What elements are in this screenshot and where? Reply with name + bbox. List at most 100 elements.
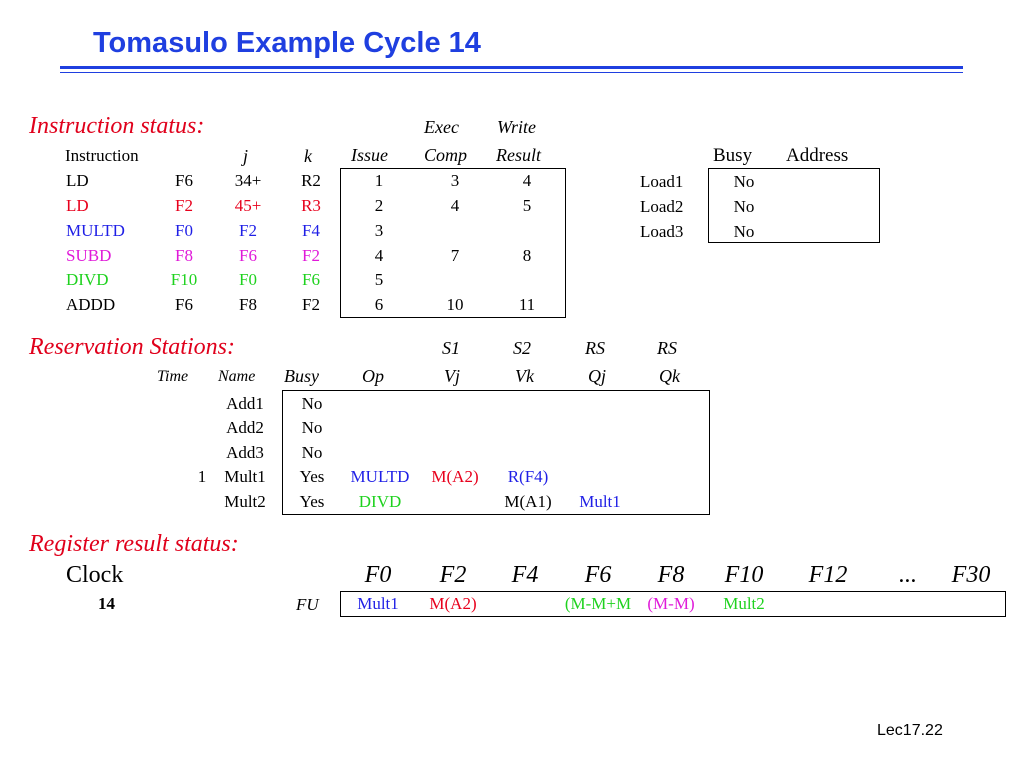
instr-result-cell: 4	[522, 171, 532, 190]
header-rs-qk: RS	[657, 338, 677, 358]
header-comp: Comp	[424, 145, 468, 165]
header-name: Name	[218, 368, 256, 385]
register-result-box	[340, 591, 1006, 617]
register-header: F4	[511, 562, 539, 588]
header-op: Op	[362, 366, 384, 386]
load-buffer-busy: No	[733, 222, 755, 241]
register-header: F12	[808, 562, 848, 588]
instr-k-cell: R2	[301, 171, 321, 190]
instr-comp-cell: 4	[450, 196, 460, 215]
slide-number: Lec17.22	[877, 722, 943, 739]
rs-busy-cell: No	[301, 394, 323, 413]
instr-j-cell: 34+	[234, 171, 262, 190]
header-j: j	[243, 146, 249, 166]
register-value: (M-M)	[647, 594, 695, 613]
load-buffer-busy: No	[733, 197, 755, 216]
instr-issue-cell: 3	[374, 221, 384, 240]
header-qj: Qj	[588, 366, 606, 386]
register-value: Mult2	[723, 594, 765, 613]
rs-name-cell: Add1	[226, 394, 264, 413]
instr-issue-cell: 2	[374, 196, 384, 215]
rs-name-cell: Mult1	[224, 467, 266, 486]
load-buffer-box	[708, 168, 880, 243]
title-rule-thin	[60, 72, 963, 73]
instr-op-cell: LD	[66, 196, 89, 215]
instr-j-cell: F0	[239, 270, 257, 289]
rs-busy-cell: No	[301, 443, 323, 462]
instr-op-cell: MULTD	[66, 221, 125, 240]
instr-dest-cell: F2	[175, 196, 193, 215]
instr-comp-cell: 7	[450, 246, 460, 265]
rs-qj-cell: Mult1	[579, 492, 621, 511]
rs-busy-cell: No	[301, 418, 323, 437]
instr-k-cell: F2	[302, 246, 320, 265]
rs-name-cell: Add2	[226, 418, 264, 437]
instr-dest-cell: F10	[170, 270, 198, 289]
rs-busy-cell: Yes	[299, 467, 325, 486]
register-value: M(A2)	[429, 594, 477, 613]
title-rule	[60, 66, 963, 69]
register-header: F6	[584, 562, 612, 588]
reservation-stations-heading: Reservation Stations:	[29, 334, 235, 360]
instruction-status-box	[340, 168, 566, 318]
instr-k-cell: F4	[302, 221, 320, 240]
header-qk: Qk	[659, 366, 680, 386]
load-buffer-name: Load1	[640, 172, 684, 191]
instr-dest-cell: F8	[175, 246, 193, 265]
header-s1: S1	[442, 338, 460, 358]
instr-k-cell: R3	[301, 196, 321, 215]
instr-issue-cell: 6	[374, 295, 384, 314]
header-write: Write	[497, 117, 536, 137]
clock-value: 14	[98, 594, 115, 613]
header-instruction: Instruction	[65, 146, 139, 165]
register-result-heading: Register result status:	[29, 531, 239, 557]
rs-name-cell: Mult2	[224, 492, 266, 511]
header-rs-qj: RS	[585, 338, 605, 358]
rs-vk-cell: M(A1)	[504, 492, 552, 511]
register-header: F8	[657, 562, 685, 588]
slide-title: Tomasulo Example Cycle 14	[93, 27, 481, 59]
rs-op-cell: DIVD	[358, 492, 402, 511]
instruction-status-heading: Instruction status:	[29, 113, 205, 139]
load-buffer-name: Load3	[640, 222, 684, 241]
instr-op-cell: ADDD	[66, 295, 116, 314]
load-buffer-busy: No	[733, 172, 755, 191]
instr-dest-cell: F6	[175, 295, 193, 314]
instr-op-cell: LD	[66, 171, 89, 190]
instr-k-cell: F2	[302, 295, 320, 314]
header-s2: S2	[513, 338, 531, 358]
rs-op-cell: MULTD	[350, 467, 410, 486]
header-address: Address	[786, 145, 849, 166]
header-k: k	[304, 146, 312, 166]
register-header: F0	[364, 562, 392, 588]
instr-comp-cell: 3	[450, 171, 460, 190]
instr-j-cell: F2	[239, 221, 257, 240]
instr-result-cell: 8	[522, 246, 532, 265]
instr-op-cell: SUBD	[66, 246, 112, 265]
instr-j-cell: 45+	[234, 196, 262, 215]
rs-time-cell: 1	[197, 467, 207, 486]
reservation-station-box	[282, 390, 710, 515]
instr-dest-cell: F6	[175, 171, 193, 190]
register-header: F2	[439, 562, 467, 588]
rs-name-cell: Add3	[226, 443, 264, 462]
header-exec: Exec	[424, 117, 459, 137]
rs-busy-cell: Yes	[299, 492, 325, 511]
register-header: F30	[951, 562, 991, 588]
instr-j-cell: F6	[239, 246, 257, 265]
header-time: Time	[157, 368, 189, 385]
header-issue: Issue	[351, 145, 388, 165]
header-vj: Vj	[444, 366, 460, 386]
fu-label: FU	[296, 595, 319, 614]
instr-comp-cell: 10	[446, 295, 464, 314]
header-busy-load: Busy	[713, 145, 753, 166]
instr-issue-cell: 4	[374, 246, 384, 265]
instr-result-cell: 5	[522, 196, 532, 215]
instr-dest-cell: F0	[175, 221, 193, 240]
clock-label: Clock	[66, 562, 124, 588]
header-result: Result	[496, 145, 541, 165]
load-buffer-name: Load2	[640, 197, 684, 216]
register-header: F10	[724, 562, 764, 588]
instr-j-cell: F8	[239, 295, 257, 314]
instr-k-cell: F6	[302, 270, 320, 289]
